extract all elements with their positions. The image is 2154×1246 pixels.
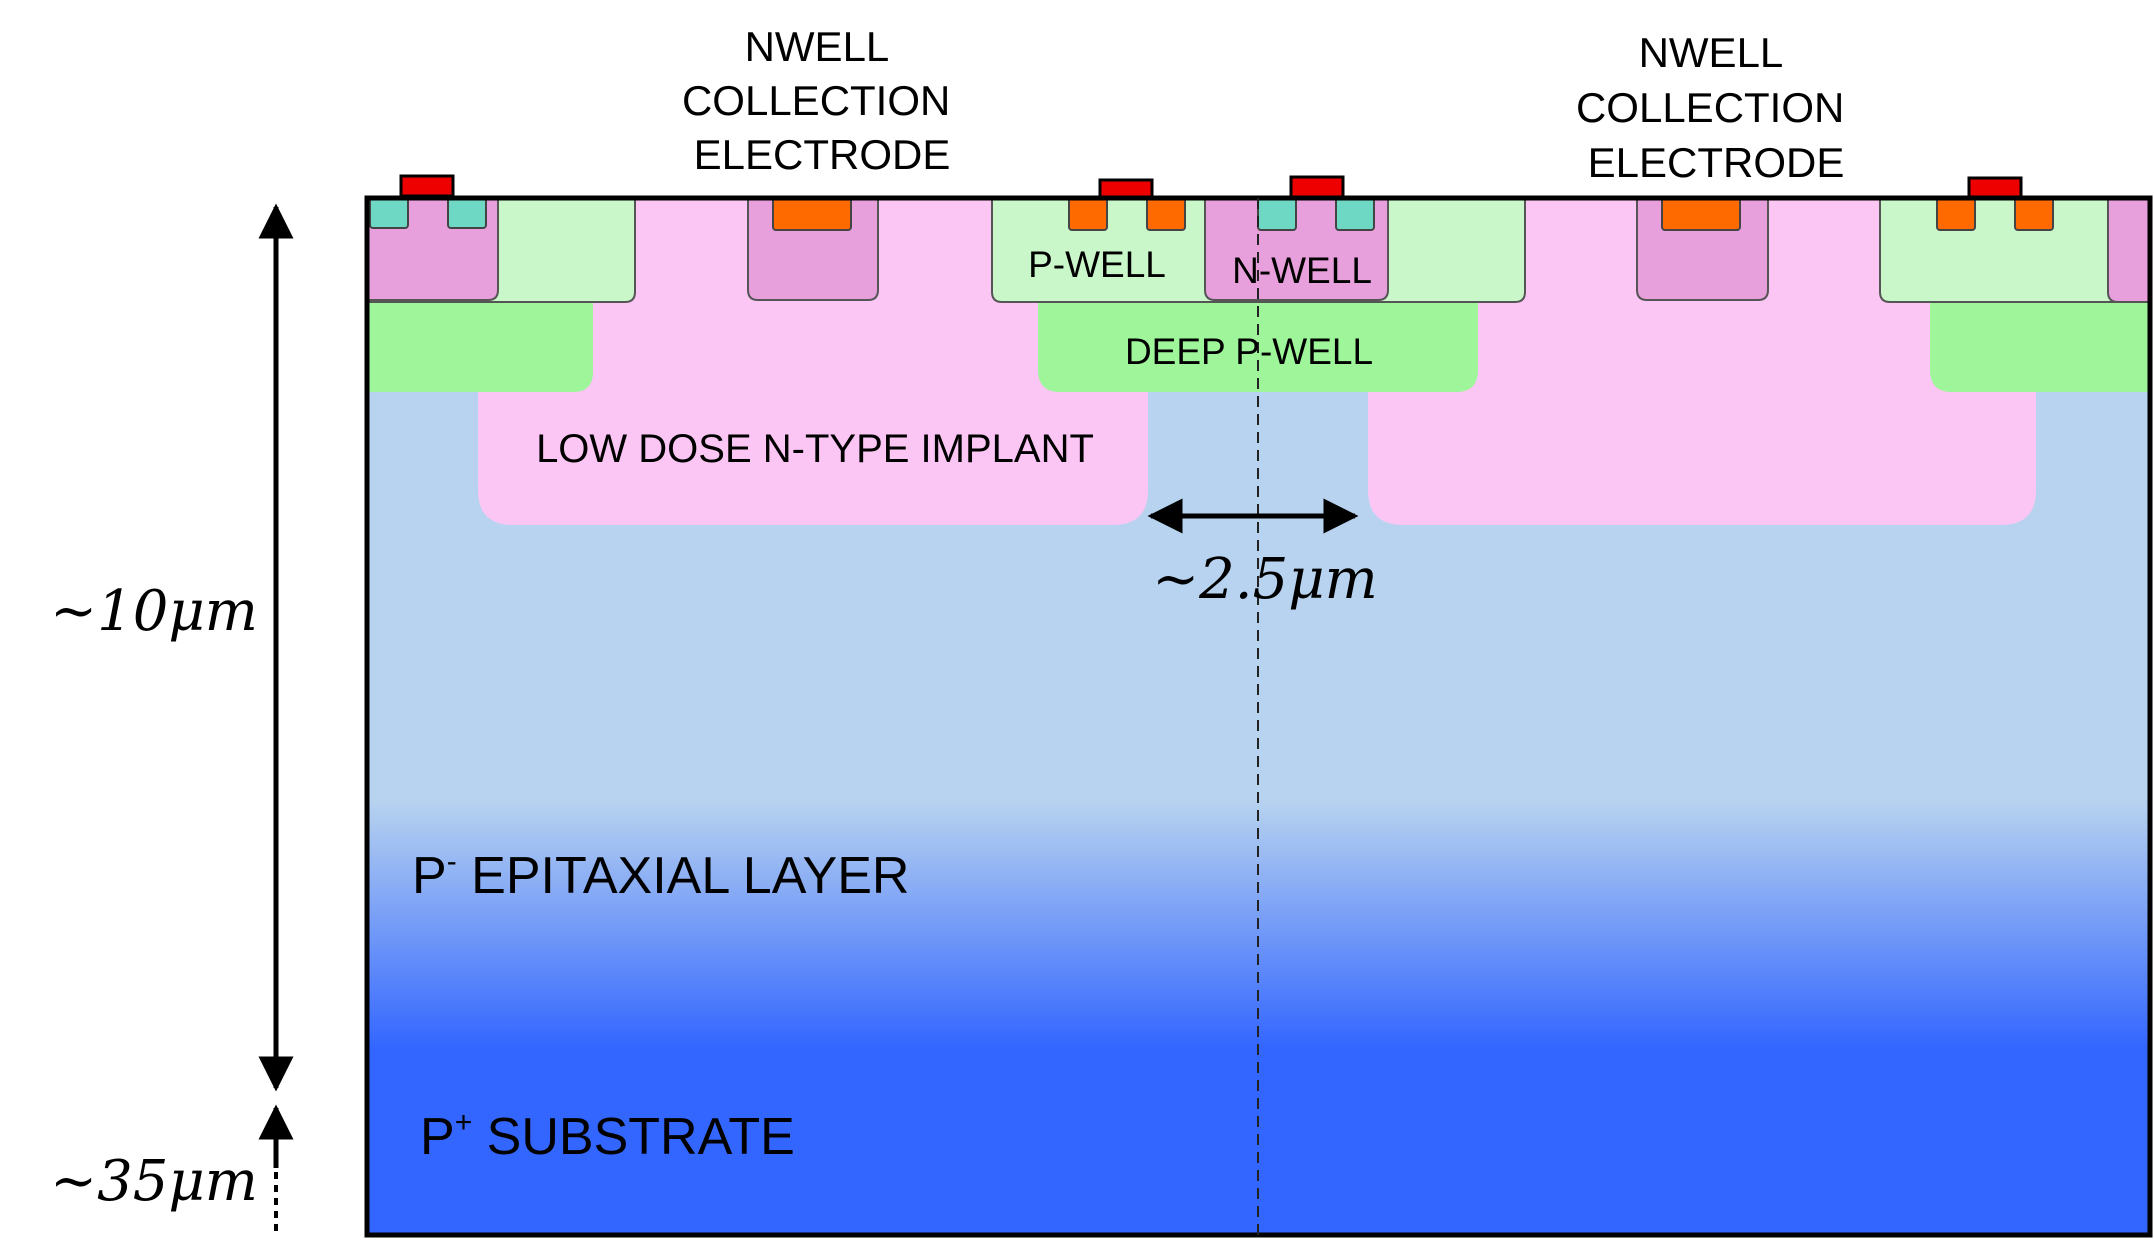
label-substrate: P+ SUBSTRATE — [420, 1106, 795, 1166]
p-plus-contact-n-well-3 — [1257, 198, 1297, 231]
label-n-well: N-WELL — [1232, 250, 1372, 291]
label-deep-p-well: DEEP P-WELL — [1125, 331, 1373, 372]
label-substrate-thickness: ~35μm — [50, 1149, 258, 1214]
metal-contact-1 — [399, 174, 455, 198]
deep-p-well-right — [1930, 295, 2150, 392]
n-plus-contact-p-well-1 — [1068, 198, 1108, 231]
n-plus-contact-p-well-2 — [1146, 198, 1186, 231]
n-well-right-edge — [2107, 198, 2150, 303]
p-plus-contact-n-well-4 — [1335, 198, 1375, 231]
n-plus-contact-electrode-right — [1661, 198, 1741, 231]
label-electrode-left: NWELL COLLECTION ELECTRODE — [682, 23, 962, 178]
label-epi-thickness: ~10μm — [50, 579, 258, 644]
metal-contact-3 — [1289, 175, 1345, 200]
label-electrode-right: NWELL COLLECTION ELECTRODE — [1576, 29, 1856, 186]
label-epitaxial-layer: P- EPITAXIAL LAYER — [412, 845, 909, 905]
p-plus-contact-n-well-2 — [447, 198, 487, 229]
label-low-dose-implant: LOW DOSE N-TYPE IMPLANT — [536, 427, 1094, 471]
metal-contact-2 — [1098, 178, 1154, 200]
n-plus-contact-p-well-4 — [2014, 198, 2054, 231]
p-plus-contact-n-well-1 — [369, 198, 409, 229]
low-dose-implant-right — [1368, 198, 2036, 525]
label-gap-dimension: ~2.5μm — [1152, 547, 1377, 612]
label-p-well: P-WELL — [1028, 244, 1166, 285]
metal-contact-4 — [1967, 176, 2023, 200]
n-plus-contact-electrode-left — [772, 198, 852, 231]
n-plus-contact-p-well-3 — [1936, 198, 1976, 231]
